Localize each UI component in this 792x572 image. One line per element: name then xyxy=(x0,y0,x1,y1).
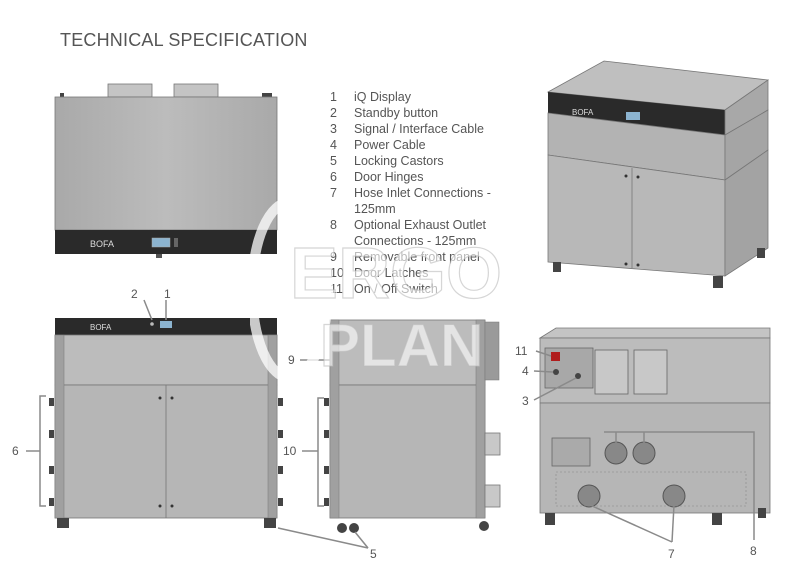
legend-item: 9 Removable front panel xyxy=(330,249,520,265)
unit-side-view xyxy=(324,319,501,533)
unit-front-view-top: BOFA xyxy=(54,83,278,258)
legend-text: Power Cable xyxy=(354,138,426,152)
legend-num: 7 xyxy=(330,186,337,200)
legend-text: Standby button xyxy=(354,106,439,120)
unit-front-view: BOFA xyxy=(49,318,283,528)
legend-text: Locking Castors xyxy=(354,154,444,168)
brand-logo: BOFA xyxy=(90,323,112,332)
unit-body xyxy=(54,96,278,231)
top-port xyxy=(107,83,153,98)
callout-3: 3 xyxy=(522,394,529,408)
callout-2: 2 xyxy=(131,287,138,301)
hose-inlet xyxy=(484,432,501,456)
legend-num: 6 xyxy=(330,170,337,184)
castor xyxy=(479,521,489,531)
legend-item: 5 Locking Castors xyxy=(330,153,520,169)
on-off-switch xyxy=(551,352,560,361)
brand-logo: BOFA xyxy=(572,108,594,117)
legend-num: 5 xyxy=(330,154,337,168)
callout-9: 9 xyxy=(288,353,295,367)
legend-text: Signal / Interface Cable xyxy=(354,122,484,136)
callout-10: 10 xyxy=(283,444,297,458)
legend-item: 2 Standby button xyxy=(330,105,520,121)
legend-num: 10 xyxy=(330,266,344,280)
legend-text: iQ Display xyxy=(354,90,411,104)
hose-inlet xyxy=(604,441,628,465)
legend-num: 3 xyxy=(330,122,337,136)
legend-text: On / Off Switch xyxy=(354,282,438,296)
callout-7: 7 xyxy=(668,547,675,561)
exhaust-outlet xyxy=(594,349,629,395)
castor xyxy=(545,513,555,525)
legend-item: 6 Door Hinges xyxy=(330,169,520,185)
top-port xyxy=(173,83,219,98)
exhaust-outlet xyxy=(633,349,668,395)
legend-item: 3 Signal / Interface Cable xyxy=(330,121,520,137)
iq-display xyxy=(626,112,640,120)
signal-cable xyxy=(575,373,581,379)
hose-inlet xyxy=(662,484,686,508)
iq-display xyxy=(160,321,172,328)
castor xyxy=(337,523,347,533)
spec-legend: 1 iQ Display 2 Standby button 3 Signal / In… xyxy=(330,89,520,297)
unit-rear-view xyxy=(538,327,771,525)
brand-logo: BOFA xyxy=(90,239,114,249)
page-title: TECHNICAL SPECIFICATION xyxy=(60,30,308,50)
callout-8: 8 xyxy=(750,544,757,558)
callout-5: 5 xyxy=(370,547,377,561)
legend-item: 10 Door Latches xyxy=(330,265,520,281)
legend-text: Door Hinges xyxy=(354,170,424,184)
iq-display xyxy=(151,237,171,248)
legend-num: 9 xyxy=(330,250,337,264)
castor xyxy=(349,523,359,533)
unit-perspective-view: BOFA xyxy=(546,60,770,288)
castor xyxy=(758,508,766,518)
legend-num: 4 xyxy=(330,138,337,152)
callout-11: 11 xyxy=(515,344,528,358)
legend-text: Removable front panel xyxy=(354,250,480,264)
power-cable xyxy=(553,369,559,375)
legend-num: 1 xyxy=(330,90,337,104)
legend-item: 7 Hose Inlet Connections - 125mm xyxy=(330,185,520,217)
hose-inlet xyxy=(484,484,501,508)
callout-4: 4 xyxy=(522,364,529,378)
castor xyxy=(712,513,722,525)
legend-item: 1 iQ Display xyxy=(330,89,520,105)
legend-text: Door Latches xyxy=(354,266,429,280)
hose-inlet xyxy=(632,441,656,465)
standby-button xyxy=(150,322,154,326)
legend-num: 8 xyxy=(330,218,337,232)
castor xyxy=(264,518,276,528)
callout-1: 1 xyxy=(164,287,171,301)
legend-item: 4 Power Cable xyxy=(330,137,520,153)
hose-inlet xyxy=(577,484,601,508)
callout-6: 6 xyxy=(12,444,19,458)
legend-item: 8 Optional Exhaust Outlet Connections - 1… xyxy=(330,217,520,249)
castor xyxy=(57,518,69,528)
legend-item: 11 On / Off Switch xyxy=(330,281,520,297)
legend-num: 11 xyxy=(330,282,343,296)
legend-text: Optional Exhaust Outlet Connections - 12… xyxy=(354,218,487,248)
legend-num: 2 xyxy=(330,106,337,120)
legend-text: Hose Inlet Connections - 125mm xyxy=(354,186,491,216)
